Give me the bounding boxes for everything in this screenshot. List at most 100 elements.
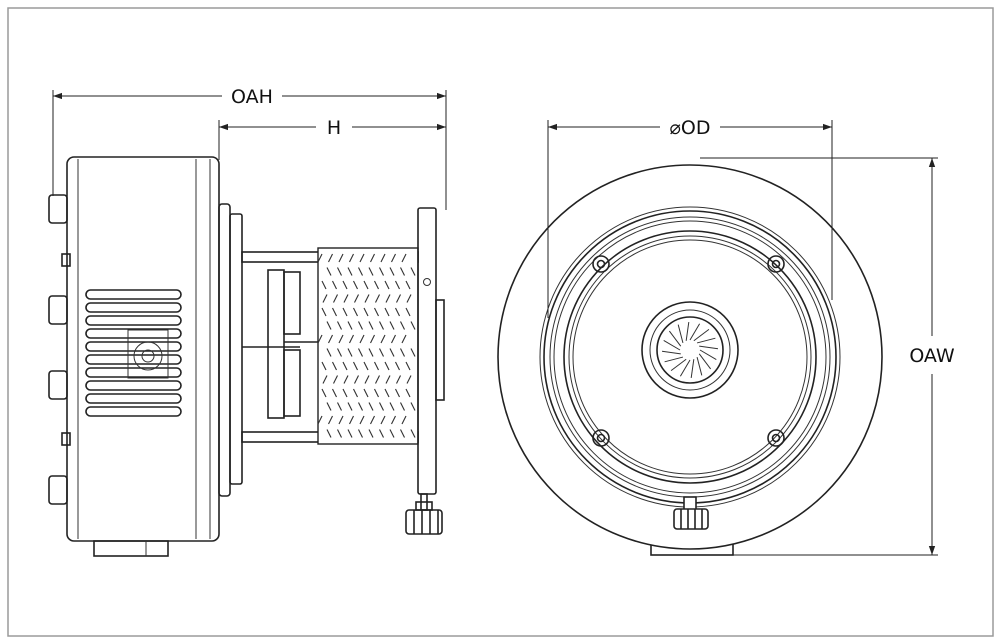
- bristle: [389, 348, 395, 357]
- bristle: [332, 280, 337, 290]
- front-view: [497, 164, 883, 556]
- bristle: [349, 415, 354, 425]
- dim-label-h: H: [327, 117, 341, 139]
- bristle: [391, 415, 396, 425]
- bristle: [358, 321, 363, 330]
- bristle: [661, 350, 681, 355]
- bristle: [353, 280, 358, 290]
- bristle: [337, 321, 342, 330]
- bristle: [368, 321, 374, 330]
- bristle: [347, 348, 353, 357]
- bristle: [363, 361, 369, 371]
- adjust-knob: [405, 493, 443, 535]
- bristle: [353, 361, 358, 371]
- bristle: [354, 294, 359, 303]
- bristle: [342, 388, 348, 398]
- bristle: [347, 402, 353, 411]
- bristle: [374, 361, 379, 371]
- bristle: [326, 321, 332, 330]
- bristle: [400, 429, 405, 438]
- bristle: [405, 388, 411, 398]
- bristle: [405, 280, 411, 290]
- bristle: [406, 294, 412, 303]
- bristle: [380, 334, 386, 344]
- bristle: [410, 402, 416, 411]
- bristle: [368, 429, 374, 438]
- bristle: [338, 253, 344, 263]
- bristle: [359, 334, 365, 344]
- bristle: [321, 280, 327, 290]
- bristle: [364, 294, 370, 303]
- bristle: [670, 358, 687, 372]
- bristle: [342, 280, 348, 290]
- bristle: [679, 359, 691, 377]
- bristle: [410, 348, 416, 357]
- bristle: [363, 388, 369, 398]
- bristle: [677, 324, 684, 344]
- bristle: [374, 280, 379, 290]
- bristle: [375, 294, 380, 303]
- bristle: [337, 429, 342, 438]
- front-knob: [673, 496, 709, 530]
- bristle: [693, 328, 710, 342]
- bristle: [375, 375, 380, 384]
- bristle: [354, 375, 359, 384]
- bristle: [374, 388, 379, 398]
- bristle: [343, 294, 349, 303]
- bristle: [406, 375, 412, 384]
- bristle: [664, 356, 684, 363]
- dim-label-oah: OAH: [231, 86, 273, 108]
- bristle: [699, 349, 717, 361]
- bristle: [400, 321, 405, 330]
- bristle: [698, 353, 712, 370]
- bristle: [696, 337, 716, 344]
- bristle: [321, 307, 327, 317]
- mount-bolts: [592, 255, 785, 447]
- bristle: [395, 361, 400, 371]
- bristle: [338, 334, 344, 344]
- bristle: [364, 375, 370, 384]
- bristle: [410, 429, 416, 438]
- bristle: [690, 359, 695, 379]
- bristle: [401, 253, 407, 263]
- bristle: [379, 348, 384, 357]
- bristle: [379, 321, 384, 330]
- bristle: [380, 415, 386, 425]
- bristle: [332, 388, 337, 398]
- bristle: [363, 280, 369, 290]
- bristle: [317, 253, 323, 263]
- bristle: [400, 348, 405, 357]
- bristle: [389, 402, 395, 411]
- bristle: [326, 267, 332, 276]
- bristle: [337, 267, 342, 276]
- bristle: [379, 267, 384, 276]
- bristle: [347, 267, 353, 276]
- bristle: [368, 348, 374, 357]
- bristle: [368, 402, 374, 411]
- bristle: [401, 334, 407, 344]
- brush-block: [317, 247, 419, 445]
- bristle: [332, 361, 337, 371]
- bristle: [389, 321, 395, 330]
- bristle: [410, 267, 416, 276]
- bristle: [358, 348, 363, 357]
- dim-label-oaw: OAW: [909, 345, 955, 367]
- bristle: [689, 323, 701, 341]
- housing-foot: [93, 540, 169, 557]
- bristle: [663, 339, 681, 351]
- bristle: [333, 294, 338, 303]
- bristle: [363, 307, 369, 317]
- brush-hubs: [267, 269, 318, 419]
- bristle: [332, 307, 337, 317]
- bristle: [322, 375, 328, 384]
- bristle: [401, 415, 407, 425]
- bristle: [322, 294, 328, 303]
- bristle: [337, 348, 342, 357]
- bristle: [699, 345, 719, 350]
- bristle: [337, 402, 342, 411]
- bristle: [396, 294, 401, 303]
- bristle: [400, 267, 405, 276]
- front-flange: [218, 203, 231, 497]
- bristle: [384, 361, 390, 371]
- bristle: [380, 253, 386, 263]
